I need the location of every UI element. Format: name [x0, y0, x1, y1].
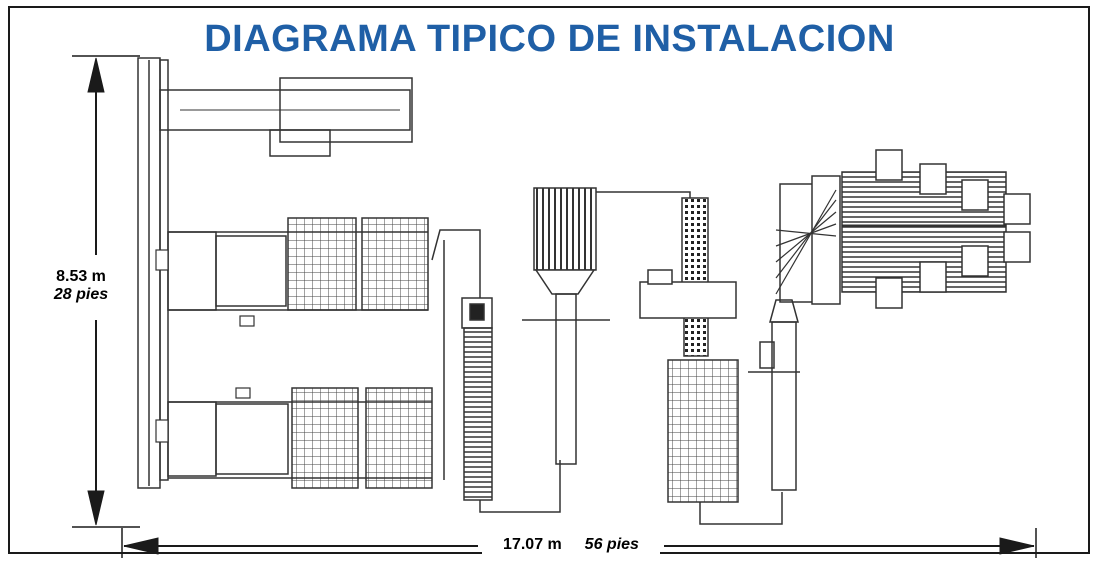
- central-elevator: [639, 197, 739, 503]
- diagram-title: DIAGRAMA TIPICO DE INSTALACION: [204, 18, 895, 60]
- width-imperial: 56 pies: [584, 536, 639, 553]
- column-1: [461, 297, 493, 501]
- lower-oven: [167, 387, 433, 489]
- height-imperial: 28 pies: [53, 286, 109, 303]
- upper-oven: [167, 217, 429, 311]
- pipe-loop-2: [699, 371, 800, 525]
- height-dimension: [72, 55, 140, 528]
- arrow-right-icon: [999, 537, 1035, 555]
- arrow-up-icon: [87, 57, 105, 93]
- width-label: 17.07 m 56 pies: [482, 536, 660, 554]
- column-2: [759, 299, 799, 491]
- width-metric: 17.07 m: [503, 536, 562, 553]
- arrow-left-icon: [123, 537, 159, 555]
- spine-fittings: [155, 249, 255, 443]
- width-dimension: [121, 528, 1037, 558]
- filter-tower: [522, 187, 691, 465]
- output-conveyor: [841, 149, 1031, 309]
- height-label: 8.53 m 28 pies: [26, 268, 136, 304]
- height-metric: 8.53 m: [56, 268, 106, 285]
- arrow-down-icon: [87, 490, 105, 526]
- pipe-loop-1: [431, 229, 561, 513]
- distribution-manifold: [775, 175, 841, 305]
- top-conveyor: [159, 77, 413, 157]
